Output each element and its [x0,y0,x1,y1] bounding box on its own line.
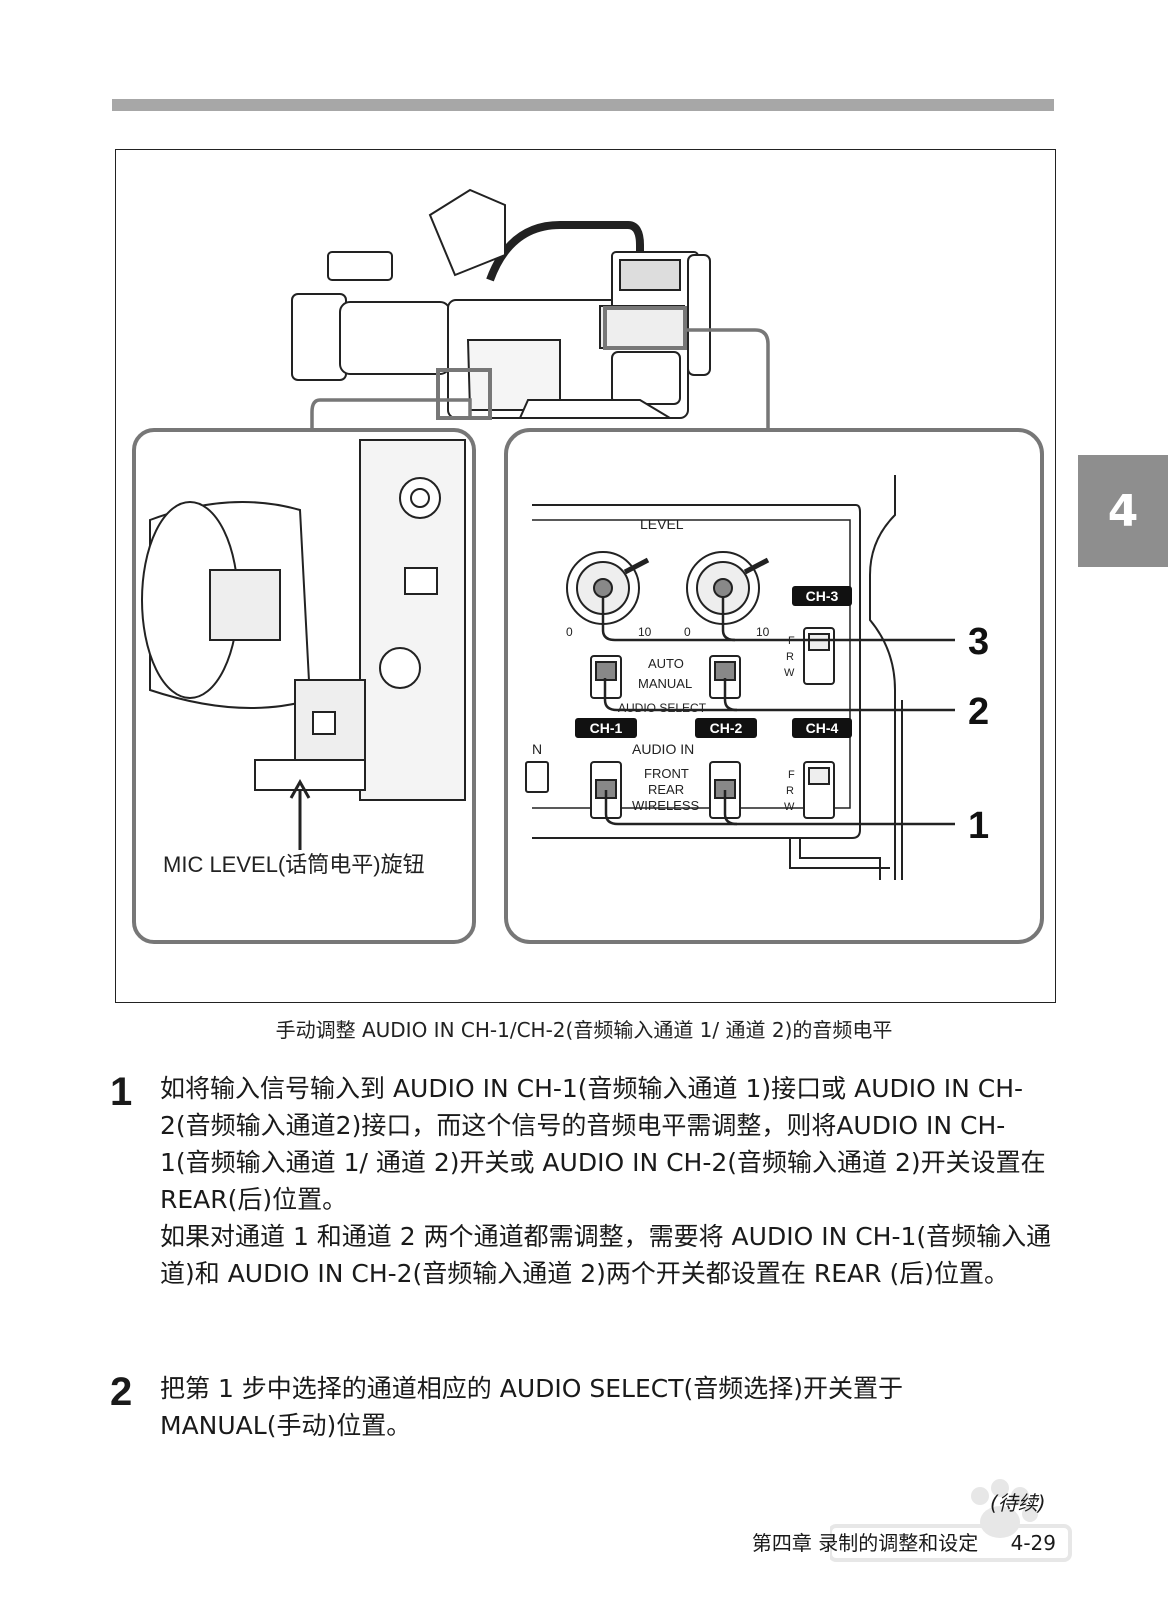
step-text: 如将输入信号输入到 AUDIO IN CH-1(音频输入通道 1)接口或 AUD… [160,1070,1052,1292]
step-number: 2 [110,1370,133,1414]
svg-text:F: F [788,769,795,781]
step-number: 1 [110,1070,133,1114]
manual-label: MANUAL [638,676,692,691]
svg-text:10: 10 [638,625,652,639]
svg-text:0: 0 [566,625,573,639]
top-rule [112,99,1054,111]
svg-text:W: W [784,801,795,813]
ch1-tag: CH-1 [590,720,623,736]
figure-frame [115,149,1056,1003]
auto-label: AUTO [648,656,684,671]
chapter-tab: 4 [1078,455,1168,567]
channel-tags [575,586,852,738]
svg-text:R: R [786,651,794,663]
rear-label: REAR [648,782,684,797]
figure-caption: 手动调整 AUDIO IN CH-1/CH-2(音频输入通道 1/ 通道 2)的… [275,1018,893,1042]
mic-level-closeup [141,439,466,801]
callout-2: 2 [968,691,989,733]
right-inset [504,428,1044,944]
svg-text:10: 10 [756,625,770,639]
step-paragraph: 把第 1 步中选择的通道相应的 AUDIO SELECT(音频选择)开关置于 M… [160,1374,904,1440]
callout-1: 1 [968,805,989,847]
footer-chapter: 第四章 录制的调整和设定 [751,1531,979,1555]
continued-note: (待续) [990,1491,1046,1515]
audio-select-label: AUDIO SELECT [618,701,707,715]
page-footer: 第四章 录制的调整和设定 4-29 [726,1527,1056,1556]
front-label: FRONT [644,766,689,781]
level-label: LEVEL [640,516,684,532]
svg-text:R: R [786,785,794,797]
svg-text:N: N [532,741,542,757]
svg-text:W: W [784,667,795,679]
ch3-tag: CH-3 [806,588,839,604]
page-number: 4-29 [1010,1531,1056,1555]
audio-panel [532,475,903,880]
step-text: 把第 1 步中选择的通道相应的 AUDIO SELECT(音频选择)开关置于 M… [160,1370,1052,1444]
camera-illustration [291,188,711,420]
step-paragraph: 如将输入信号输入到 AUDIO IN CH-1(音频输入通道 1)接口或 AUD… [160,1074,1046,1214]
callout-3: 3 [968,621,989,663]
audio-in-label: AUDIO IN [632,741,694,757]
ch4-tag: CH-4 [806,720,839,736]
ch2-tag: CH-2 [710,720,743,736]
mic-level-arrow [289,778,311,850]
wireless-label: WIRELESS [632,798,700,813]
step-paragraph: 如果对通道 1 和通道 2 两个通道都需调整，需要将 AUDIO IN CH-1… [160,1222,1052,1288]
level-dial-ch2[interactable] [686,551,770,625]
svg-text:0: 0 [684,625,691,639]
baidu-watermark-logo [830,1479,1072,1562]
mic-level-label: MIC LEVEL(话筒电平)旋钮 [163,852,425,877]
